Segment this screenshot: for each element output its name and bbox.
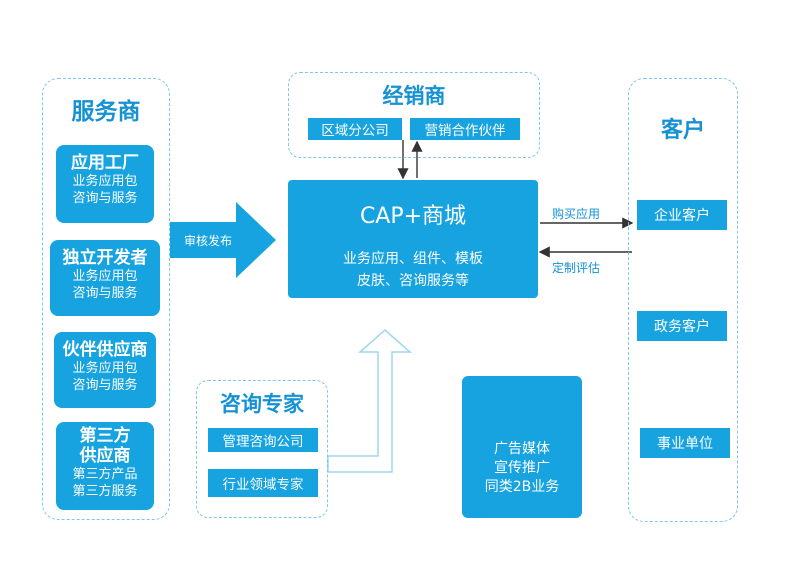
customers-group [628, 78, 738, 522]
consultants-group [196, 380, 328, 518]
distributors-title: 经销商 [382, 83, 446, 108]
provider-card-name: 第三方 [79, 426, 131, 446]
buy-app-label: 购买应用 [552, 207, 601, 221]
service-providers-group [42, 78, 170, 520]
customer-item-public-institution: 事业单位 [640, 428, 730, 458]
consultant-item-management-firm: 管理咨询公司 [208, 428, 318, 452]
consultants-hollow-arrow [327, 329, 412, 473]
distributor-item-regional-branch: 区域分公司 [308, 118, 402, 140]
provider-card-line: 第三方产品 [72, 467, 138, 482]
provider-card-app-factory: 应用工厂 业务应用包 咨询与服务 [56, 145, 154, 223]
provider-card-third-party: 第三方 供应商 第三方产品 第三方服务 [56, 422, 154, 510]
customer-item-government: 政务客户 [637, 311, 727, 341]
review-publish-label: 审核发布 [183, 234, 232, 248]
cap-mall-title: CAP+商城 [359, 204, 467, 229]
consultants-title: 咨询专家 [220, 391, 304, 416]
custom-eval-label: 定制评估 [552, 261, 601, 275]
provider-card-name-2: 供应商 [79, 446, 131, 466]
provider-card-name: 独立开发者 [62, 248, 148, 268]
review-publish-arrow [170, 202, 276, 278]
provider-card-line: 咨询与服务 [72, 286, 138, 301]
provider-card-line: 业务应用包 [72, 269, 138, 284]
provider-card-line: 业务应用包 [72, 361, 138, 376]
cap-mall-line1: 业务应用、组件、模板 [343, 251, 483, 267]
cap-mall-line2: 皮肤、咨询服务等 [357, 273, 469, 289]
customers-title: 客户 [660, 117, 705, 143]
cap-mall-box: CAP+商城 业务应用、组件、模板 皮肤、咨询服务等 [288, 180, 538, 298]
consultant-item-domain-expert: 行业领域专家 [208, 469, 318, 497]
provider-card-partner-supplier: 伙伴供应商 业务应用包 咨询与服务 [54, 332, 156, 408]
provider-card-line: 咨询与服务 [72, 191, 138, 206]
ads-box: 广告媒体 宣传推广 同类2B业务 [462, 376, 582, 518]
provider-card-line: 第三方服务 [72, 484, 138, 499]
customer-item-enterprise: 企业客户 [637, 200, 727, 230]
ads-line: 广告媒体 [494, 441, 550, 457]
provider-card-line: 咨询与服务 [72, 378, 138, 393]
distributors-group [288, 72, 540, 158]
provider-card-name: 应用工厂 [71, 153, 139, 173]
distributor-item-marketing-partner: 营销合作伙伴 [410, 118, 520, 140]
provider-card-line: 业务应用包 [72, 174, 138, 189]
provider-card-name: 伙伴供应商 [62, 340, 148, 360]
provider-card-independent-dev: 独立开发者 业务应用包 咨询与服务 [50, 240, 160, 316]
service-providers-title: 服务商 [71, 98, 141, 125]
ads-line: 宣传推广 [494, 460, 550, 476]
ads-line: 同类2B业务 [484, 479, 560, 495]
